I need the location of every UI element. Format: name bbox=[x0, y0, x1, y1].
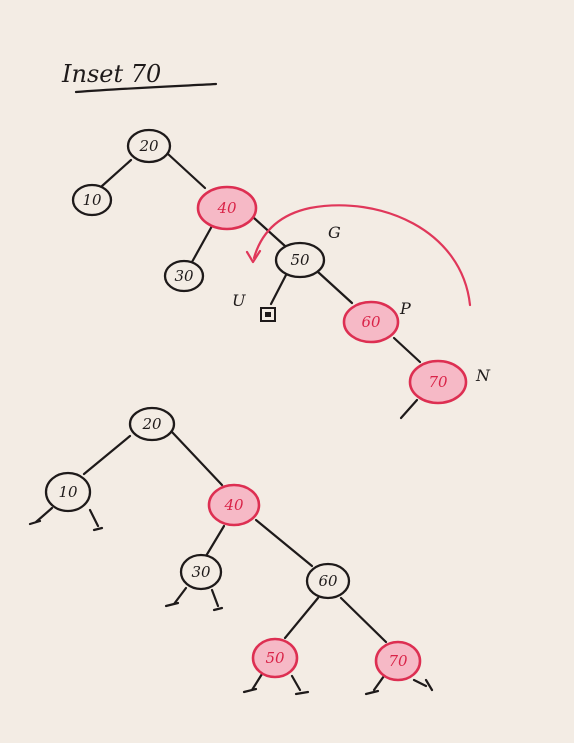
node-40: 40 bbox=[196, 185, 258, 231]
node-label: 20 bbox=[141, 415, 162, 433]
tag-uncle: U bbox=[232, 291, 246, 310]
node-70: 70 bbox=[408, 359, 468, 405]
edge-70-child bbox=[399, 398, 419, 420]
node-20: 20 bbox=[128, 406, 176, 442]
tree-after: 20 10 40 30 60 50 70 bbox=[28, 406, 434, 696]
edge-50-nil bbox=[269, 273, 288, 306]
node-label: 70 bbox=[388, 652, 408, 670]
edge-20-40 bbox=[170, 430, 224, 487]
node-label: 20 bbox=[138, 137, 159, 155]
edge-40-30 bbox=[204, 524, 226, 558]
node-50: 50 bbox=[251, 637, 299, 679]
nil-leaves-70 bbox=[364, 674, 434, 696]
edge-60-70 bbox=[392, 336, 422, 364]
nil-leaf-box bbox=[260, 307, 276, 322]
node-label: 60 bbox=[318, 572, 338, 590]
node-label: 60 bbox=[361, 313, 381, 331]
node-label: 10 bbox=[58, 483, 78, 501]
node-40: 40 bbox=[207, 483, 261, 527]
edge-60-70 bbox=[339, 596, 388, 644]
edge-50-60 bbox=[316, 270, 354, 305]
node-label: 50 bbox=[290, 251, 310, 269]
node-label: 40 bbox=[223, 496, 244, 514]
node-30: 30 bbox=[163, 259, 205, 293]
nil-leaves-30 bbox=[164, 586, 224, 612]
nil-leaves-50 bbox=[242, 672, 310, 696]
node-label: 50 bbox=[265, 649, 285, 667]
edge-20-40 bbox=[166, 152, 207, 190]
edge-40-60 bbox=[254, 518, 314, 568]
node-label: 30 bbox=[191, 563, 211, 581]
node-10: 10 bbox=[71, 183, 113, 217]
node-10: 10 bbox=[44, 471, 92, 513]
tag-new-node: N bbox=[475, 366, 491, 385]
node-label: 30 bbox=[174, 267, 194, 285]
node-60: 60 bbox=[305, 562, 351, 600]
title-underline bbox=[74, 82, 218, 94]
node-label: 10 bbox=[82, 191, 102, 209]
edge-20-10 bbox=[82, 434, 132, 476]
edge-40-50 bbox=[252, 216, 287, 248]
node-60: 60 bbox=[342, 300, 400, 344]
tag-grandparent: G bbox=[328, 223, 341, 242]
edge-40-30 bbox=[190, 224, 214, 264]
tag-parent: P bbox=[399, 299, 411, 318]
tree-before: 20 10 40 30 50 60 70 G bbox=[71, 128, 491, 420]
edge-20-10 bbox=[100, 158, 133, 188]
node-20: 20 bbox=[126, 128, 172, 164]
rotation-arrowhead-icon bbox=[245, 249, 262, 264]
rotation-arrow bbox=[252, 204, 472, 307]
edge-60-50 bbox=[283, 596, 320, 640]
node-50: 50 bbox=[274, 241, 326, 279]
node-30: 30 bbox=[179, 553, 223, 591]
nil-leaves-10 bbox=[28, 506, 104, 532]
page-title: Inset 70 bbox=[61, 60, 161, 88]
node-label: 40 bbox=[216, 199, 237, 217]
node-70: 70 bbox=[374, 640, 422, 682]
node-label: 70 bbox=[428, 373, 448, 391]
